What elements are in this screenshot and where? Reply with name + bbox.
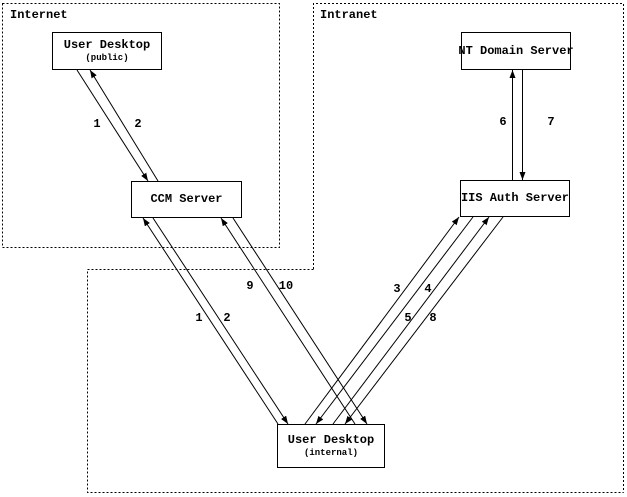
node-nt-domain-server: NT Domain Server	[458, 32, 574, 70]
flow-label-9: 9	[246, 279, 254, 293]
internal-zone-border	[87, 269, 624, 493]
node-title: User Desktop	[287, 433, 375, 448]
flow-label-1-public: 1	[93, 117, 101, 131]
intranet-zone-label: Intranet	[320, 8, 378, 22]
internet-zone-border	[2, 3, 280, 248]
flow-label-2-public: 2	[134, 117, 142, 131]
flow-label-3: 3	[393, 282, 401, 296]
arrow-3-internal-desktop-to-iis	[304, 216, 460, 425]
node-user-desktop-internal: User Desktop (internal)	[277, 424, 385, 468]
flow-label-8: 8	[429, 311, 437, 325]
flow-label-1-internal: 1	[195, 311, 203, 325]
arrow-1-internal-desktop-to-ccm	[142, 217, 279, 425]
node-subtitle: (public)	[85, 52, 129, 63]
flow-label-5: 5	[404, 311, 412, 325]
flow-label-7: 7	[547, 115, 555, 129]
arrow-9-internal-desktop-to-ccm	[220, 217, 356, 425]
flow-label-10: 10	[278, 279, 294, 293]
intranet-zone-border	[313, 3, 624, 493]
node-title: User Desktop	[63, 38, 151, 53]
arrow-2-ccm-to-public-desktop	[89, 69, 159, 182]
node-title: IIS Auth Server	[460, 191, 570, 206]
flow-label-2-internal: 2	[223, 311, 231, 325]
arrow-4-iis-to-internal-desktop	[315, 216, 474, 425]
node-iis-auth-server: IIS Auth Server	[460, 180, 570, 217]
flow-label-4: 4	[424, 282, 432, 296]
arrow-5-internal-desktop-to-iis	[332, 216, 490, 425]
node-title: NT Domain Server	[458, 43, 574, 58]
node-subtitle: (internal)	[303, 447, 358, 458]
node-user-desktop-public: User Desktop (public)	[52, 32, 162, 70]
arrow-2-ccm-to-internal-desktop	[152, 217, 289, 425]
node-ccm-server: CCM Server	[131, 181, 242, 218]
arrow-10-ccm-to-internal-desktop	[232, 217, 368, 425]
node-title: CCM Server	[150, 192, 223, 207]
arrow-1-public-desktop-to-ccm	[76, 69, 149, 182]
internet-zone-label: Internet	[10, 8, 68, 22]
flow-label-6: 6	[499, 115, 507, 129]
arrow-8-iis-to-internal-desktop	[344, 216, 504, 425]
